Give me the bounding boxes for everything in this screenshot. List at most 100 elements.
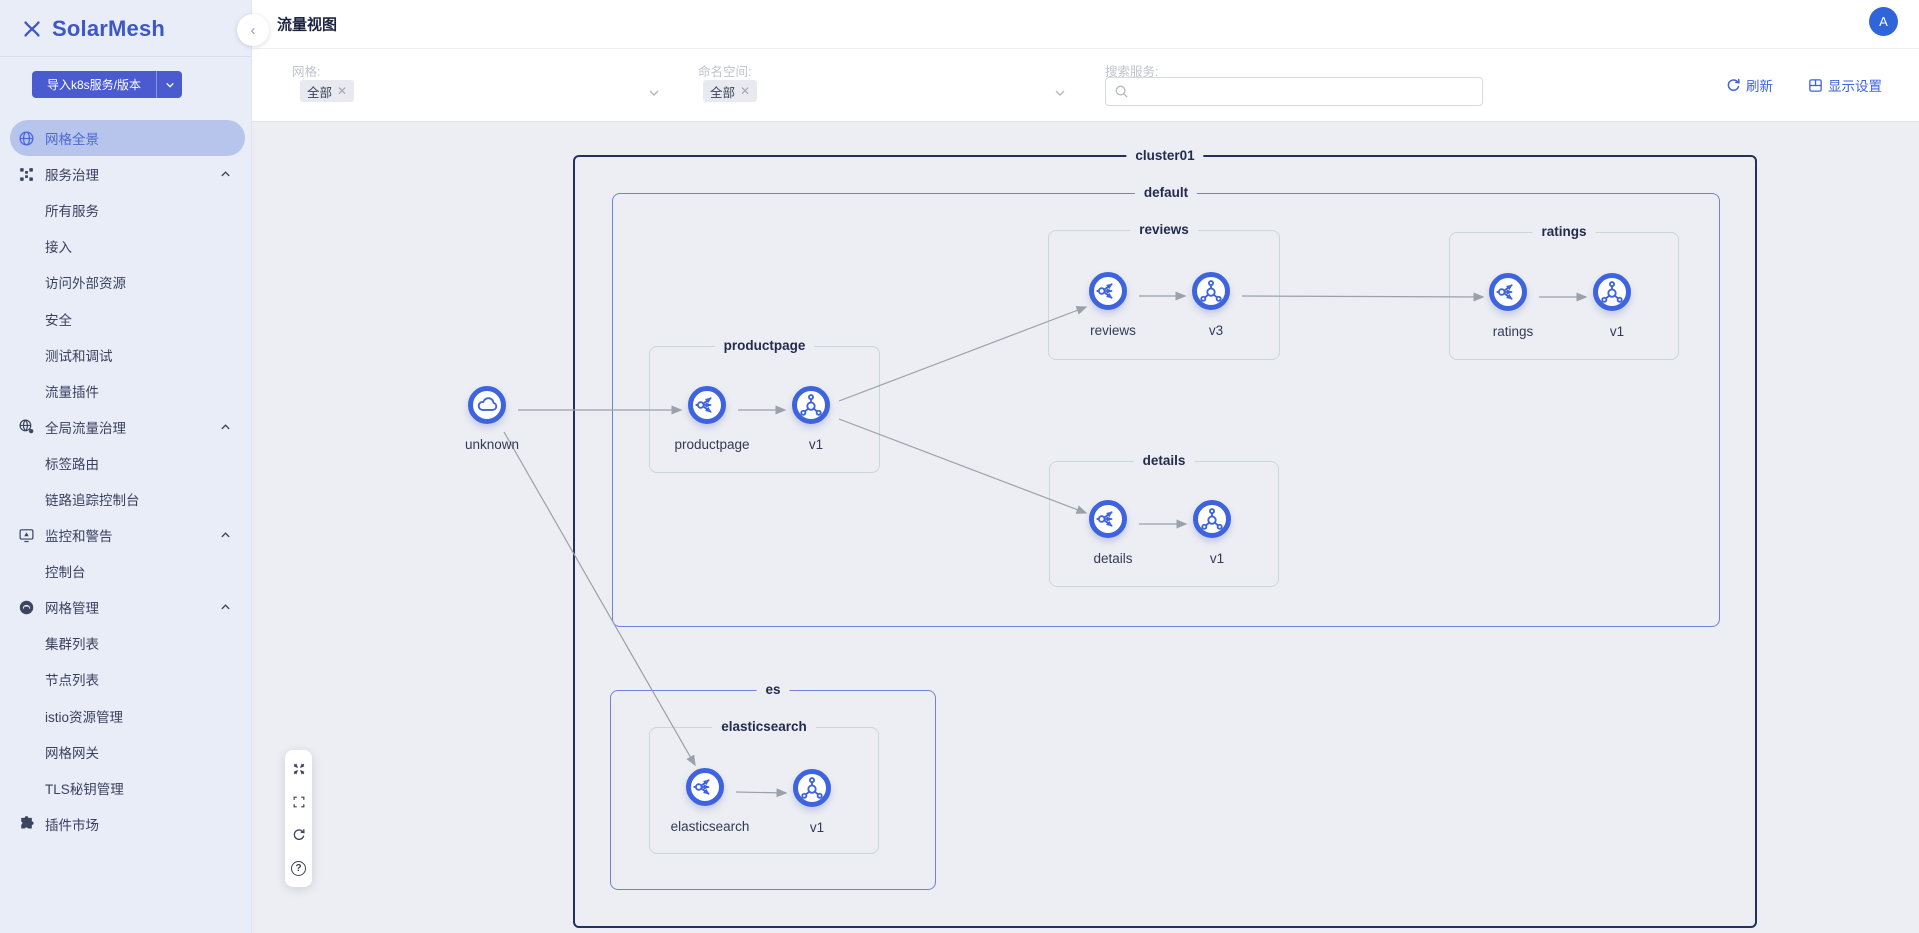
- help-button[interactable]: ?: [287, 855, 310, 881]
- namespace-filter-chevron-down-icon[interactable]: [1054, 87, 1066, 99]
- sidebar-item-istio-resources[interactable]: istio资源管理: [0, 698, 251, 734]
- mesh-filter-tag[interactable]: 全部 ✕: [300, 80, 355, 102]
- sidebar-item-label: 插件市场: [45, 817, 99, 833]
- node-label: ratings: [1492, 324, 1534, 339]
- sidebar-item-traffic-plugins[interactable]: 流量插件: [0, 373, 251, 409]
- namespace-label: es: [756, 682, 790, 697]
- group-label: reviews: [1130, 222, 1198, 237]
- fullscreen-icon: [292, 795, 306, 809]
- workload-icon[interactable]: [793, 769, 831, 807]
- sidebar-item-tls-secrets[interactable]: TLS秘钥管理: [0, 770, 251, 806]
- remove-tag-icon[interactable]: ✕: [337, 84, 348, 98]
- traffic-graph-canvas[interactable]: cluster01 default es productpage reviews…: [252, 122, 1919, 933]
- fit-view-button[interactable]: [287, 756, 310, 782]
- mesh-management-icon: [18, 599, 35, 616]
- sidebar-item-test-debug[interactable]: 测试和调试: [0, 337, 251, 373]
- sidebar-item-label: 全局流量治理: [45, 420, 126, 436]
- sidebar-item-console[interactable]: 控制台: [0, 553, 251, 589]
- fullscreen-button[interactable]: [287, 789, 310, 815]
- route-icon[interactable]: [686, 768, 724, 806]
- workload-icon[interactable]: [1593, 273, 1631, 311]
- filter-bar: 网格: 全部 ✕ 命名空间: 全部 ✕ 搜索服务: 刷新 显示设置: [252, 49, 1919, 122]
- node-label: v1: [808, 437, 824, 452]
- sidebar-item-access[interactable]: 接入: [0, 228, 251, 264]
- sidebar-item-label: 测试和调试: [45, 348, 113, 364]
- node-label: elasticsearch: [670, 819, 750, 834]
- reload-graph-button[interactable]: [287, 822, 310, 848]
- sidebar-item-service-governance[interactable]: 服务治理: [0, 156, 251, 192]
- remove-tag-icon[interactable]: ✕: [740, 84, 751, 98]
- sidebar-item-label: 标签路由: [45, 456, 99, 472]
- route-icon[interactable]: [1089, 272, 1127, 310]
- sidebar-item-label-routing[interactable]: 标签路由: [0, 445, 251, 481]
- fit-view-icon: [292, 762, 306, 776]
- sidebar-item-cluster-list[interactable]: 集群列表: [0, 625, 251, 661]
- group-label: details: [1133, 453, 1195, 468]
- service-group-details: details: [1049, 453, 1279, 587]
- import-k8s-button[interactable]: 导入k8s服务/版本: [32, 71, 182, 98]
- mesh-filter-chevron-down-icon[interactable]: [648, 87, 660, 99]
- search-box: [1105, 77, 1483, 106]
- sidebar-item-label: 节点列表: [45, 673, 99, 689]
- sidebar-item-label: 服务治理: [45, 168, 99, 184]
- sidebar-item-all-services[interactable]: 所有服务: [0, 192, 251, 228]
- sidebar-item-monitoring-alerts[interactable]: 监控和警告: [0, 517, 251, 553]
- workload-icon[interactable]: [1192, 272, 1230, 310]
- help-icon: ?: [291, 860, 306, 876]
- workload-icon[interactable]: [792, 386, 830, 424]
- service-group-elasticsearch: elasticsearch: [649, 719, 879, 854]
- cloud-icon[interactable]: [468, 386, 506, 424]
- sidebar-item-mesh-gateway[interactable]: 网格网关: [0, 734, 251, 770]
- node-label: productpage: [674, 437, 750, 452]
- workload-icon[interactable]: [1193, 500, 1231, 538]
- group-label: elasticsearch: [712, 719, 816, 734]
- sidebar-item-label: 网格管理: [45, 601, 99, 617]
- display-settings-button[interactable]: 显示设置: [1808, 75, 1882, 95]
- sidebar-item-plugin-market[interactable]: 插件市场: [0, 806, 251, 842]
- chevron-up-icon: [220, 530, 231, 541]
- sidebar-item-label: 集群列表: [45, 637, 99, 653]
- refresh-button[interactable]: 刷新: [1726, 75, 1773, 95]
- namespace-filter-label: 命名空间:: [698, 65, 752, 79]
- namespace-filter-value: 全部: [710, 85, 736, 100]
- node-label: details: [1093, 551, 1133, 566]
- sidebar-item-label: 访问外部资源: [45, 276, 126, 292]
- solarmesh-logo-icon: [21, 18, 43, 40]
- namespace-box-es: es: [610, 682, 936, 890]
- namespace-filter-tag[interactable]: 全部 ✕: [703, 80, 758, 102]
- node-label: v1: [1609, 324, 1625, 339]
- sidebar-collapse-button[interactable]: ‹: [237, 14, 269, 46]
- sidebar-item-external-resources[interactable]: 访问外部资源: [0, 264, 251, 300]
- sidebar-item-mesh-management[interactable]: 网格管理: [0, 589, 251, 625]
- namespace-label: default: [1134, 185, 1198, 200]
- service-group-productpage: productpage: [649, 338, 880, 473]
- route-icon[interactable]: [688, 386, 726, 424]
- header: 流量视图 A: [252, 0, 1919, 49]
- reload-icon: [292, 828, 306, 842]
- logo: SolarMesh: [0, 0, 251, 56]
- sidebar-item-label: TLS秘钥管理: [45, 781, 124, 797]
- sidebar: SolarMesh 导入k8s服务/版本 网格全景 服务治理 所有服务 接入 访…: [0, 0, 252, 933]
- user-avatar[interactable]: A: [1869, 7, 1898, 36]
- search-icon: [1114, 84, 1129, 99]
- chevron-up-icon: [220, 169, 231, 180]
- sidebar-item-security[interactable]: 安全: [0, 300, 251, 336]
- service-governance-icon: [18, 166, 35, 183]
- display-settings-label: 显示设置: [1828, 79, 1882, 94]
- refresh-label: 刷新: [1746, 79, 1773, 94]
- sidebar-item-mesh-overview[interactable]: 网格全景: [10, 120, 245, 157]
- divider: [0, 56, 251, 57]
- search-service-input[interactable]: [1135, 84, 1474, 99]
- route-icon[interactable]: [1089, 500, 1127, 538]
- sidebar-item-tracing-console[interactable]: 链路追踪控制台: [0, 481, 251, 517]
- group-label: ratings: [1532, 224, 1596, 239]
- node-label: unknown: [464, 437, 520, 452]
- chevron-down-icon[interactable]: [156, 71, 182, 98]
- node-label: v3: [1208, 323, 1224, 338]
- sidebar-item-node-list[interactable]: 节点列表: [0, 661, 251, 697]
- service-group-reviews: reviews: [1048, 222, 1280, 360]
- monitoring-icon: [18, 527, 35, 544]
- route-icon[interactable]: [1489, 273, 1527, 311]
- sidebar-item-global-traffic[interactable]: 全局流量治理: [0, 409, 251, 445]
- cluster-label: cluster01: [1126, 148, 1204, 163]
